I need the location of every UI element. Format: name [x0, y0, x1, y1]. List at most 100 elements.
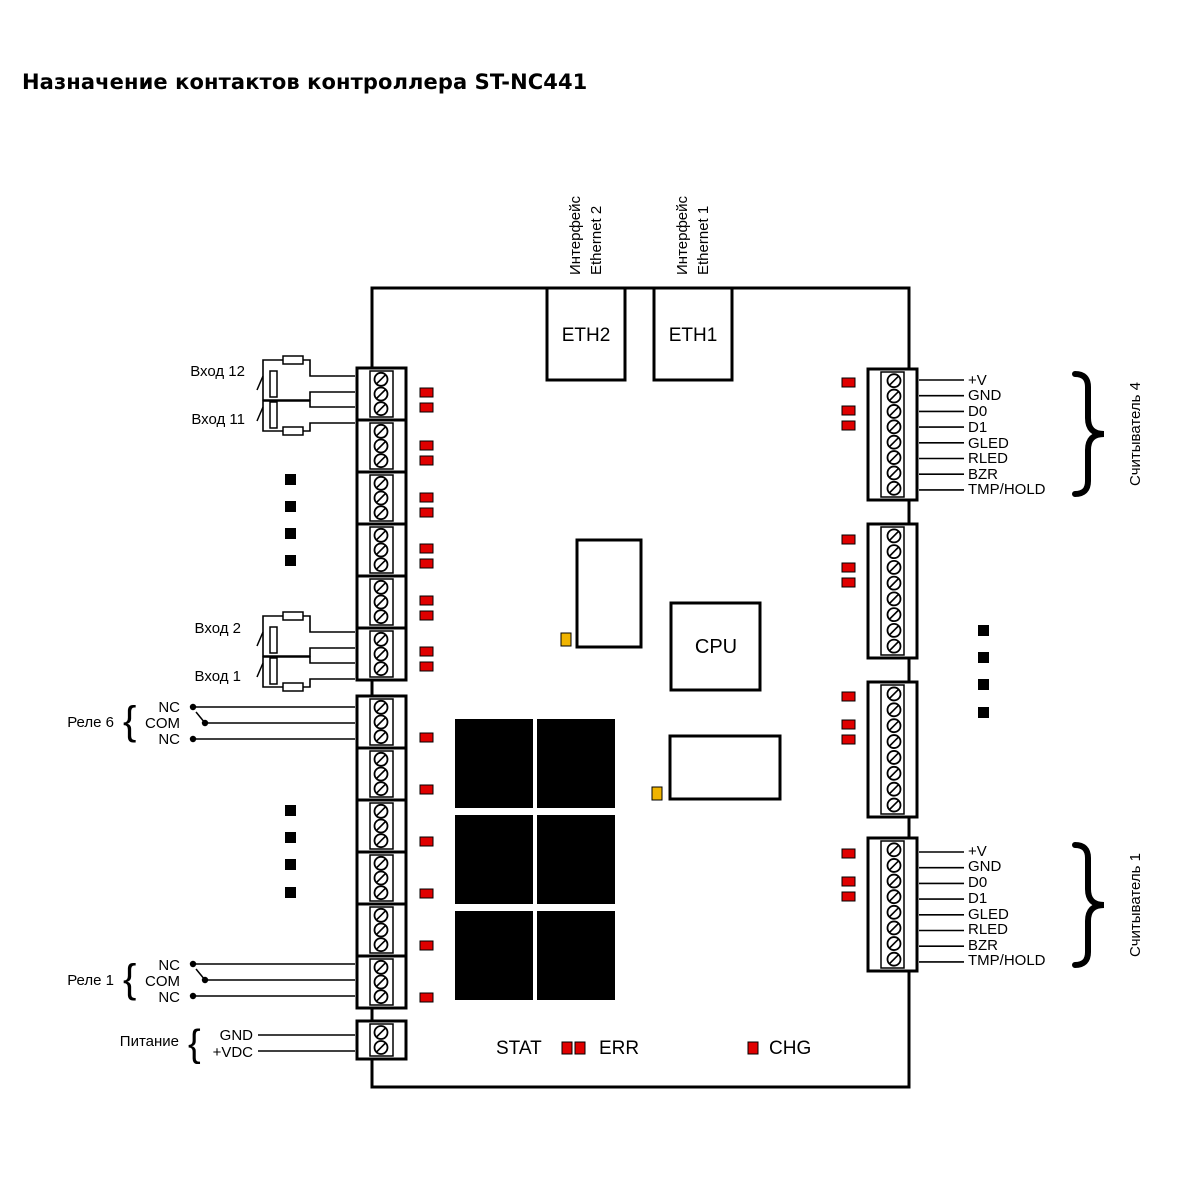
reader1-label: Считыватель 1 — [1127, 853, 1144, 957]
terminal-screw-slot — [888, 437, 900, 448]
channel-led — [841, 876, 856, 887]
relay6-pin-com: COM — [145, 715, 180, 732]
page-title: Назначение контактов контроллера ST-NC44… — [22, 70, 588, 94]
reader1-pin: D1 — [968, 890, 987, 907]
reader4-pin: GND — [968, 387, 1002, 404]
terminal-screw-slot — [375, 1027, 387, 1038]
terminal-screw-slot — [375, 991, 387, 1002]
ellipsis-dot — [978, 679, 989, 690]
channel-led — [841, 691, 856, 702]
power-brace: { — [188, 1023, 201, 1065]
ellipsis-dot — [285, 887, 296, 898]
channel-led — [419, 888, 434, 899]
terminal-screw-slot — [375, 768, 387, 780]
left-terminal-block-inner — [369, 906, 394, 954]
reader4-pin-labels: +V GND D0 D1 GLED RLED BZR TMP/HOLD — [968, 372, 1046, 498]
reader1-brace — [1072, 842, 1105, 968]
reader1-pin: +V — [968, 843, 987, 860]
input-label-11: Вход 11 — [191, 411, 245, 428]
ellipsis-dot — [285, 501, 296, 512]
reader4-pin: BZR — [968, 466, 998, 483]
terminal-screw-slot — [375, 702, 387, 713]
terminal-screw-slot — [375, 910, 387, 921]
reader1-pin: GND — [968, 858, 1002, 875]
eth1-port[interactable]: ETH1 — [652, 286, 734, 382]
reader1-pin: RLED — [968, 921, 1008, 938]
terminal-screw-slot — [375, 388, 387, 400]
reader4-pin: RLED — [968, 450, 1008, 467]
channel-led — [841, 562, 856, 573]
reader1-pin: GLED — [968, 906, 1009, 923]
reader4-pin: D0 — [968, 403, 987, 420]
terminal-screw-slot — [375, 754, 387, 765]
channel-led — [841, 420, 856, 431]
terminal-screw-slot — [888, 954, 900, 965]
terminal-screw-slot — [888, 736, 900, 747]
wire-terminal-dot — [189, 992, 197, 1000]
reader-terminal-block-inner — [880, 526, 905, 656]
eth1-caption-line1: Интерфейс — [674, 195, 691, 275]
chg-label: CHG — [769, 1038, 811, 1059]
terminal-screw-slot — [375, 374, 387, 385]
terminal-screw-slot — [375, 783, 387, 794]
eth1-label: ETH1 — [669, 325, 718, 346]
terminal-screw-slot — [375, 426, 387, 437]
reader-terminal-block — [866, 680, 919, 819]
eth2-port[interactable]: ETH2 — [545, 286, 627, 382]
terminal-screw-slot — [375, 858, 387, 869]
eth2-label: ETH2 — [562, 325, 611, 346]
terminal-screw-slot — [375, 492, 387, 504]
input-resistor-vertical — [269, 657, 278, 685]
left-terminal-strip — [355, 366, 408, 1061]
terminal-screw-slot — [375, 976, 387, 988]
ellipsis-markers — [285, 474, 989, 898]
relay1-label: Реле 1 — [67, 972, 114, 989]
reader1-pin: D0 — [968, 874, 987, 891]
chip-lower — [668, 734, 782, 801]
left-terminal-block-inner — [369, 630, 394, 678]
terminal-screw-slot — [888, 860, 900, 871]
relay1-brace: { — [123, 957, 136, 1001]
left-terminal-block-inner — [369, 698, 394, 746]
power-terminal-block-inner — [369, 1023, 394, 1057]
channel-leds — [419, 377, 856, 1003]
channel-led — [841, 719, 856, 730]
terminal-screw-slot — [375, 872, 387, 884]
left-terminal-block-inner — [369, 422, 394, 470]
ellipsis-dot — [285, 528, 296, 539]
input-wire — [262, 615, 355, 657]
terminal-screw-slot — [888, 844, 900, 855]
relay6-label: Реле 6 — [67, 714, 114, 731]
power-label: Питание — [120, 1033, 179, 1050]
channel-led — [419, 402, 434, 413]
terminal-screw-slot — [888, 562, 900, 573]
ellipsis-dot — [285, 474, 296, 485]
input-resistor-vertical — [269, 626, 278, 654]
terminal-screw-slot — [888, 875, 900, 887]
terminal-screw-slot — [888, 907, 900, 918]
reader4-label: Считыватель 4 — [1127, 382, 1144, 486]
chg-led — [747, 1041, 759, 1055]
terminal-screw-slot — [375, 611, 387, 622]
terminal-screw-slot — [888, 784, 900, 795]
relay6-pin-nc2: NC — [158, 731, 180, 748]
terminal-screw-slot — [375, 716, 387, 728]
reader-terminal-block-inner — [880, 371, 905, 498]
relay1-pin-nc1: NC — [158, 957, 180, 974]
terminal-screw-slot — [375, 530, 387, 541]
relay-switch — [195, 711, 206, 724]
terminal-screw-slot — [888, 390, 900, 402]
input-label-2: Вход 2 — [195, 620, 241, 637]
left-terminal-block-inner — [369, 750, 394, 798]
terminal-screw-slot — [375, 835, 387, 846]
channel-led — [419, 440, 434, 451]
terminal-screw-slot — [888, 641, 900, 652]
err-led — [574, 1041, 586, 1055]
input-resistor — [282, 611, 304, 621]
reader4-pin: TMP/HOLD — [968, 481, 1046, 498]
terminal-screw-slot — [888, 625, 900, 636]
terminal-screw-slot — [888, 483, 900, 494]
terminal-screw-slot — [888, 688, 900, 700]
channel-led — [419, 455, 434, 466]
input-resistor-vertical — [269, 370, 278, 398]
